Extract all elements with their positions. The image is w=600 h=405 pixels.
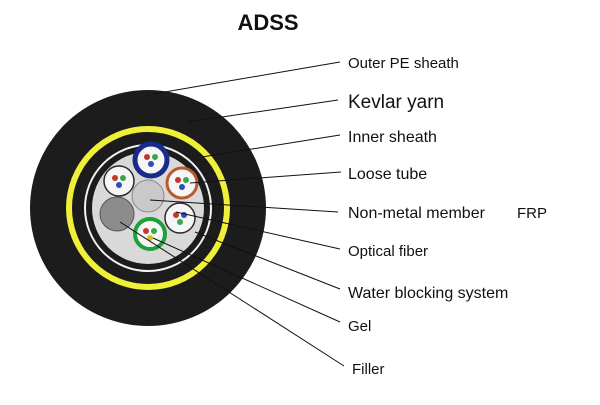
loose-tube-orange	[165, 166, 199, 200]
filler	[99, 196, 135, 232]
label-inner-sheath: Inner sheath	[348, 129, 437, 146]
non-metal-member-frp	[131, 179, 165, 213]
loose-tube-white-right	[164, 202, 196, 234]
label-loose-tube: Loose tube	[348, 166, 427, 183]
loose-tube-green	[133, 217, 167, 251]
label-outer-pe-sheath: Outer PE sheath	[348, 55, 459, 72]
label-frp: FRP	[517, 205, 547, 222]
loose-tube-blue	[132, 141, 170, 179]
kevlar-yarn-ring	[66, 126, 230, 290]
label-filler: Filler	[352, 361, 385, 378]
label-non-metal-member: Non-metal member	[348, 205, 486, 222]
diagram-title: ADSS	[237, 10, 298, 35]
leader-lines	[119, 61, 345, 367]
loose-tube-white-left	[103, 165, 135, 197]
label-kevlar-yarn: Kevlar yarn	[348, 92, 444, 113]
label-optical-fiber: Optical fiber	[348, 243, 428, 260]
labels: Outer PE sheath Kevlar yarn Inner sheath…	[348, 55, 547, 378]
cable-cross-section	[30, 90, 266, 326]
label-water-blocking-system: Water blocking system	[348, 285, 508, 302]
label-gel: Gel	[348, 318, 371, 335]
